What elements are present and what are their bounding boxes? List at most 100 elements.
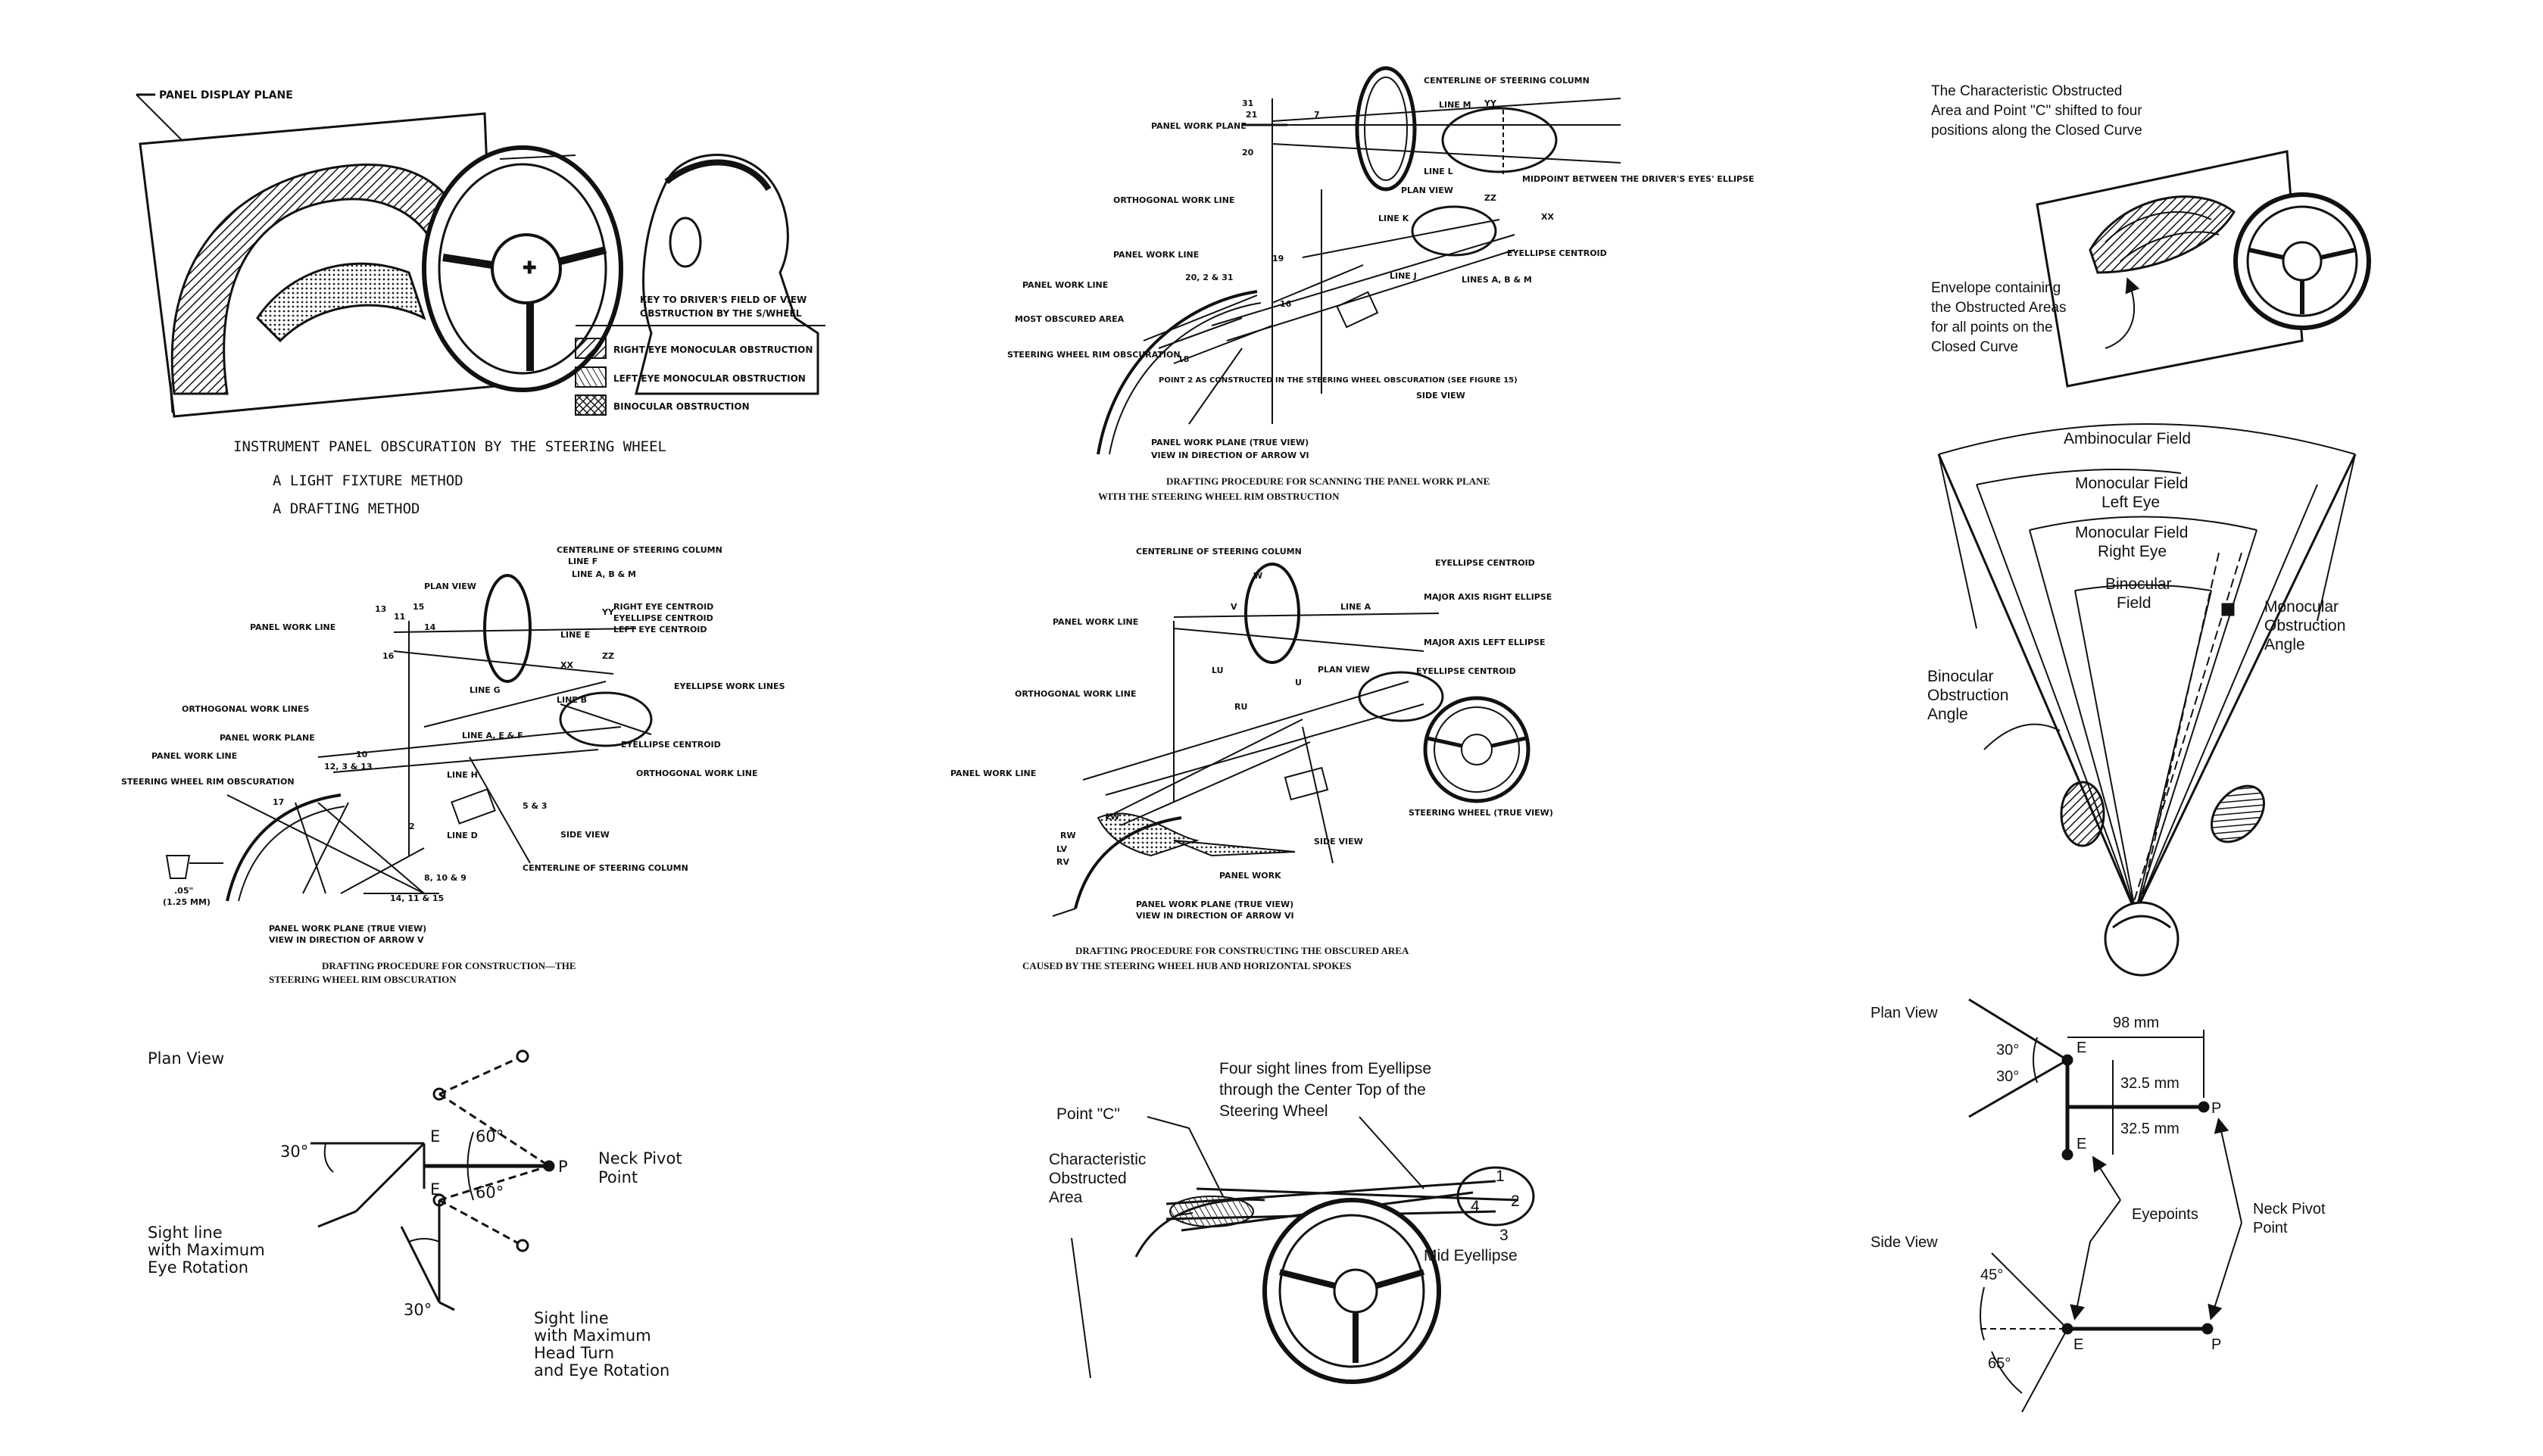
p5-label-rv: RV <box>1056 857 1069 867</box>
p8-char-2: Obstructed <box>1049 1170 1127 1187</box>
p9-e1: E <box>2077 1040 2086 1056</box>
p6-mono-left-2: Left Eye <box>2101 494 2160 511</box>
p4-centerline: CENTERLINE OF STEERING COLUMN <box>557 545 722 555</box>
panel-sight-lines-labels: Four sight lines from Eyellipse through … <box>1049 1060 1520 1264</box>
p8-num-2: 2 <box>1511 1193 1520 1210</box>
p4-eyellipse-centroid: EYELLIPSE CENTROID <box>613 613 713 623</box>
p8-four-lines-3: Steering Wheel <box>1219 1102 1328 1120</box>
p9-neck-1: Neck Pivot <box>2253 1201 2326 1217</box>
p5-label-u: U <box>1295 678 1302 687</box>
p5-side-view: SIDE VIEW <box>1314 837 1363 846</box>
p6-bino-obs-2: Obstruction <box>1927 687 2008 704</box>
p7-sight1-1: Sight line <box>148 1224 223 1242</box>
p2-panel-work-plane: PANEL WORK PLANE <box>1151 121 1247 131</box>
p3-envelope-4: Closed Curve <box>1931 339 2018 355</box>
p7-sight2-2: with Maximum <box>534 1327 651 1345</box>
p9-angle-30a: 30° <box>1996 1042 2019 1058</box>
p9-angle-65: 65° <box>1988 1355 2011 1372</box>
p3-envelope-1: Envelope containing <box>1931 280 2061 296</box>
p5-true-view: PANEL WORK PLANE (TRUE VIEW) <box>1136 899 1293 909</box>
p6-bino-obs-3: Angle <box>1927 706 1968 723</box>
p2-num-16: 16 <box>1280 299 1292 309</box>
p4-num-14: 14 <box>424 622 436 632</box>
p4-centerline2: CENTERLINE OF STEERING COLUMN <box>523 863 688 873</box>
p4-line-e: LINE E <box>560 630 590 640</box>
p6-mono-obs-1: Monocular <box>2264 598 2339 616</box>
p6-bino-obs-1: Binocular <box>1927 668 1994 685</box>
p2-panel-work-line: PANEL WORK LINE <box>1113 250 1199 260</box>
p4-line-f: LINE F <box>568 557 598 566</box>
p2-panel-work-line2: PANEL WORK LINE <box>1022 280 1108 290</box>
p8-point-c: Point "C" <box>1056 1105 1120 1123</box>
p6-mono-obs-2: Obstruction <box>2264 617 2345 634</box>
panel-hub-obscured <box>1052 563 1530 917</box>
p6-ambinocular: Ambinocular Field <box>2064 430 2191 447</box>
p4-eyellipse-centroid2: EYELLIPSE CENTROID <box>621 740 721 750</box>
p4-orthogonal: ORTHOGONAL WORK LINES <box>182 704 309 714</box>
method-drafting: A DRAFTING METHOD <box>273 500 420 517</box>
p7-sight2-1: Sight line <box>534 1309 609 1327</box>
p4-panel-work-line: PANEL WORK LINE <box>250 622 335 632</box>
p6-mono-left-1: Monocular Field <box>2075 475 2188 492</box>
p4-num-14-11-15: 14, 11 & 15 <box>390 893 444 903</box>
p7-angle-60b: 60° <box>476 1183 504 1202</box>
panel-instrument-obscuration: + <box>139 112 825 418</box>
p2-steering-rim: STEERING WHEEL RIM OBSCURATION <box>1007 350 1181 360</box>
p2-num-21: 21 <box>1246 110 1257 120</box>
key-right-eye: RIGHT EYE MONOCULAR OBSTRUCTION <box>613 345 813 355</box>
p7-sight2-4: and Eye Rotation <box>534 1361 669 1380</box>
panel-eyepoint-labels: Plan View 30° 30° 98 mm 32.5 mm 32.5 mm … <box>1871 1005 2326 1372</box>
p7-neck-2: Point <box>598 1168 638 1186</box>
p4-num-11: 11 <box>394 612 405 622</box>
p9-dim-325a: 32.5 mm <box>2120 1075 2179 1092</box>
p8-four-lines-2: through the Center Top of the <box>1219 1081 1426 1099</box>
p8-char-3: Area <box>1049 1189 1083 1206</box>
p9-angle-45: 45° <box>1980 1267 2003 1283</box>
p7-sight1-3: Eye Rotation <box>148 1258 248 1277</box>
p5-caption2: CAUSED BY THE STEERING WHEEL HUB AND HOR… <box>1022 960 1351 971</box>
panel-rim-obscuration <box>165 574 653 902</box>
p4-caption2: STEERING WHEEL RIM OBSCURATION <box>269 974 457 985</box>
p4-dim: .05" <box>174 886 193 896</box>
p9-angle-30b: 30° <box>1996 1068 2019 1085</box>
p6-bino-field-1: Binocular <box>2105 575 2172 593</box>
p4-num-yy: YY <box>601 607 615 617</box>
panel-visual-fields <box>1937 423 2357 977</box>
p2-plan-view: PLAN VIEW <box>1401 186 1453 195</box>
p4-line-h: LINE H <box>447 770 478 780</box>
p8-four-lines-1: Four sight lines from Eyellipse <box>1219 1060 1431 1077</box>
key-title-2: OBSTRUCTION BY THE S/WHEEL <box>640 308 802 319</box>
p4-left-eye: LEFT EYE CENTROID <box>613 625 707 634</box>
p5-plan-view: PLAN VIEW <box>1318 665 1370 675</box>
p5-label-lv: LV <box>1056 844 1067 854</box>
p4-line-d: LINE D <box>447 831 478 840</box>
p5-label-lw: LW <box>1106 812 1119 822</box>
p2-most-obscured: MOST OBSCURED AREA <box>1015 314 1125 324</box>
p7-angle-30b: 30° <box>404 1301 432 1319</box>
panel-neck-pivot <box>310 1049 555 1311</box>
p4-num-8-10-9: 8, 10 & 9 <box>424 873 466 883</box>
p4-line-b: LINE B <box>557 695 587 705</box>
p4-panel-work-line2: PANEL WORK LINE <box>151 751 237 761</box>
p5-label-ru: RU <box>1234 702 1247 712</box>
p9-p1: P <box>2211 1100 2221 1117</box>
p5-label-v: V <box>1231 602 1237 612</box>
p5-eyellipse-centroid2: EYELLIPSE CENTROID <box>1416 666 1516 676</box>
p5-orthogonal: ORTHOGONAL WORK LINE <box>1015 689 1136 699</box>
hub-mark: + <box>523 258 536 277</box>
p9-plan-view: Plan View <box>1871 1005 1938 1021</box>
p3-envelope-3: for all points on the <box>1931 320 2053 335</box>
p5-centerline: CENTERLINE OF STEERING COLUMN <box>1136 547 1302 557</box>
p7-e2: E <box>430 1180 440 1199</box>
p9-side-view: Side View <box>1871 1234 1938 1251</box>
p4-num-xx: XX <box>560 660 573 670</box>
key-binocular: BINOCULAR OBSTRUCTION <box>613 401 750 412</box>
p7-p: P <box>558 1158 568 1176</box>
p7-sight1-2: with Maximum <box>148 1241 265 1259</box>
p4-panel-work-plane: PANEL WORK PLANE <box>220 733 315 743</box>
p9-e2: E <box>2077 1136 2086 1152</box>
p4-num-16: 16 <box>382 651 395 661</box>
p6-mono-right-1: Monocular Field <box>2075 524 2188 541</box>
p2-centerline: CENTERLINE OF STEERING COLUMN <box>1424 76 1590 86</box>
p5-major-axis2: MAJOR AXIS LEFT ELLIPSE <box>1424 638 1546 647</box>
